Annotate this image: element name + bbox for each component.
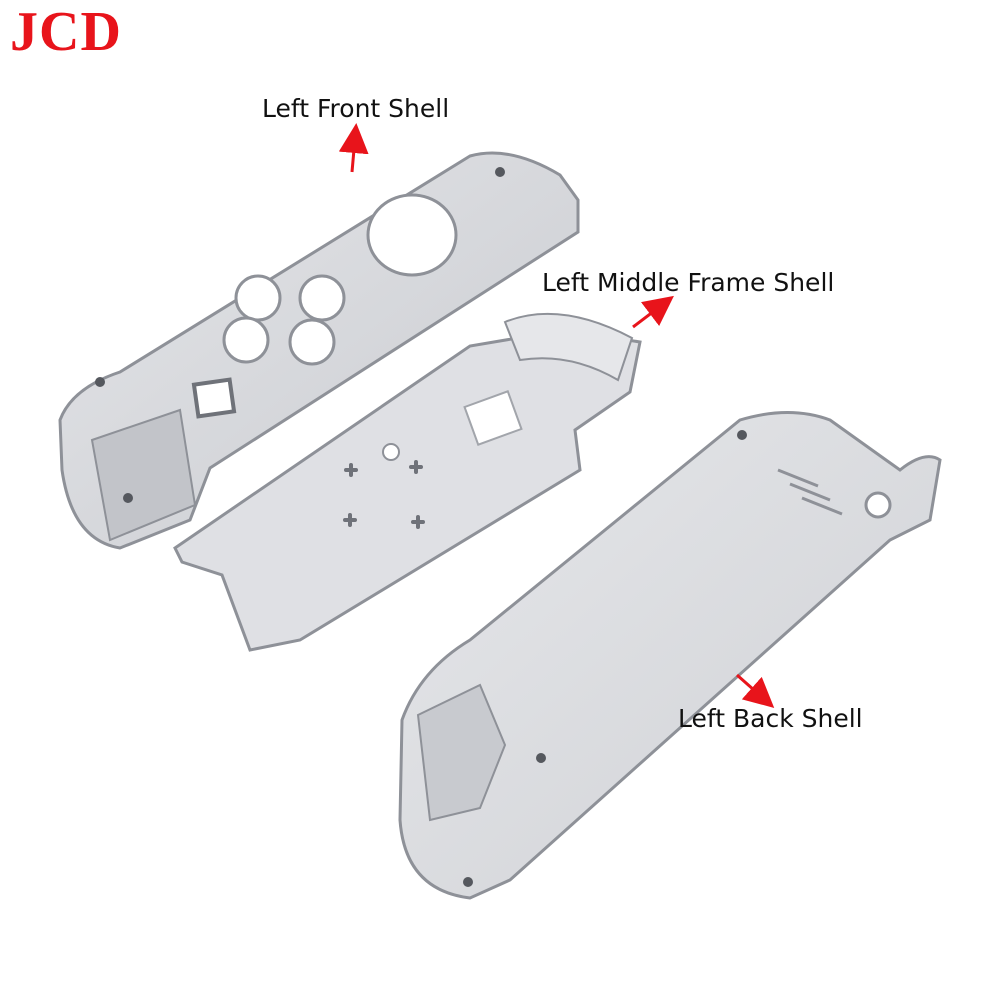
brand-logo: JCD xyxy=(10,1,122,63)
label-left-back-shell: Left Back Shell xyxy=(678,704,863,733)
label-left-front-shell: Left Front Shell xyxy=(262,94,450,123)
arrow-back-shell xyxy=(736,673,775,708)
left-front-shell xyxy=(58,151,580,550)
left-back-shell xyxy=(398,411,942,900)
arrow-front-shell xyxy=(338,123,369,173)
stick-hole xyxy=(366,193,458,277)
label-left-middle-frame-shell: Left Middle Frame Shell xyxy=(542,268,835,297)
left-middle-frame-shell xyxy=(173,313,642,652)
arrow-middle-frame-shell xyxy=(632,295,674,329)
face-button-holes xyxy=(222,274,346,366)
